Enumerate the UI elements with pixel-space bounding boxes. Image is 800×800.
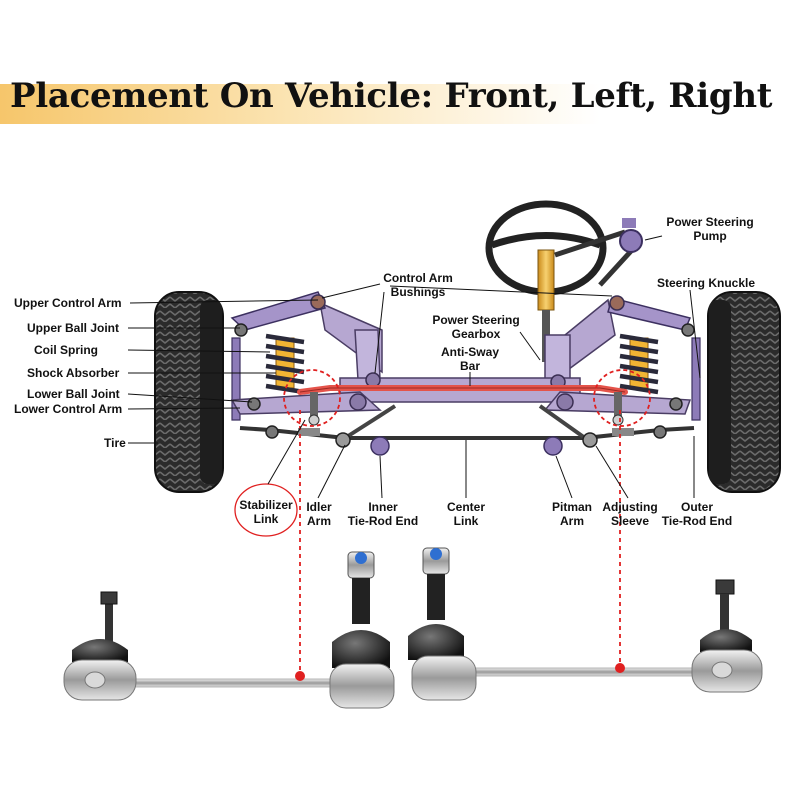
power-steering-pump bbox=[554, 218, 643, 287]
label-stabilizer-link-line1: Stabilizer bbox=[239, 498, 293, 512]
label-control-arm-bushings-line1: Control Arm bbox=[383, 271, 453, 285]
left-upper-control-arm bbox=[230, 291, 327, 337]
label-center-link-line2: Link bbox=[454, 514, 479, 528]
anti-sway-bar-edge bbox=[299, 387, 626, 393]
label-inner-tie-rod-end-line1: Inner bbox=[368, 500, 398, 514]
leader-lines bbox=[127, 235, 701, 499]
right-tire bbox=[707, 291, 781, 493]
left-lower-control-arm bbox=[230, 391, 382, 415]
left-tire bbox=[154, 291, 224, 493]
right-link-highlight bbox=[593, 369, 651, 427]
label-upper-control-arm: Upper Control Arm bbox=[14, 296, 122, 310]
label-control-arm-bushings-line2: Bushings bbox=[391, 285, 446, 299]
steering-wheel bbox=[485, 200, 607, 362]
right-steering-knuckle bbox=[691, 337, 701, 421]
label-stabilizer-link-line2: Link bbox=[254, 512, 279, 526]
label-inner-tie-rod-end-line2: Tie-Rod End bbox=[348, 514, 418, 528]
label-power-steering-pump-line1: Power Steering bbox=[666, 215, 753, 229]
right-product-marker bbox=[615, 663, 625, 673]
left-stabilizer-link-product bbox=[63, 551, 395, 709]
label-anti-sway-bar-line1: Anti-Sway bbox=[441, 345, 499, 359]
label-upper-ball-joint: Upper Ball Joint bbox=[27, 321, 119, 335]
title-highlight-band bbox=[0, 84, 800, 124]
label-idler-arm-line2: Arm bbox=[307, 514, 331, 528]
left-stabilizer-link-on-vehicle bbox=[308, 392, 320, 426]
label-shock-absorber: Shock Absorber bbox=[27, 366, 120, 380]
label-tire: Tire bbox=[104, 436, 126, 450]
label-power-steering-gearbox-line1: Power Steering bbox=[432, 313, 519, 327]
right-stabilizer-link-product bbox=[408, 547, 763, 701]
left-coil-spring bbox=[265, 333, 305, 395]
label-idler-arm-line1: Idler bbox=[306, 500, 332, 514]
label-lower-control-arm: Lower Control Arm bbox=[14, 402, 122, 416]
right-stabilizer-link-on-vehicle bbox=[612, 392, 624, 426]
label-adjusting-sleeve-line1: Adjusting bbox=[602, 500, 657, 514]
label-anti-sway-bar-line2: Bar bbox=[460, 359, 480, 373]
label-power-steering-gearbox-line2: Gearbox bbox=[452, 327, 501, 341]
steering-linkage bbox=[239, 404, 695, 456]
label-outer-tie-rod-end-line2: Tie-Rod End bbox=[662, 514, 732, 528]
label-steering-knuckle: Steering Knuckle bbox=[657, 276, 755, 290]
label-outer-tie-rod-end-line1: Outer bbox=[681, 500, 713, 514]
left-link-highlight bbox=[283, 369, 341, 427]
stabilizer-link-label-circle bbox=[234, 483, 298, 537]
left-product-marker bbox=[295, 671, 305, 681]
right-upper-control-arm bbox=[607, 295, 695, 337]
label-coil-spring: Coil Spring bbox=[34, 343, 98, 357]
right-coil-spring bbox=[619, 333, 659, 395]
page-title: Placement On Vehicle: Front, Left, Right bbox=[10, 76, 773, 116]
label-lower-ball-joint: Lower Ball Joint bbox=[27, 387, 120, 401]
label-center-link-line1: Center bbox=[447, 500, 485, 514]
label-pitman-arm-line1: Pitman bbox=[552, 500, 592, 514]
label-power-steering-pump-line2: Pump bbox=[693, 229, 726, 243]
label-adjusting-sleeve-line2: Sleeve bbox=[611, 514, 649, 528]
label-pitman-arm-line2: Arm bbox=[560, 514, 584, 528]
